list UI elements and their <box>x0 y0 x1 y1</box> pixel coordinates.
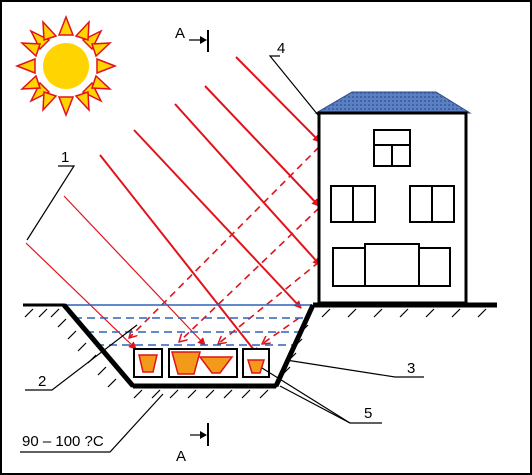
house-roof <box>314 91 472 114</box>
ray-to-pit-edge <box>133 129 302 309</box>
reflected-ray-3 <box>218 261 320 344</box>
ray-to-house-1 <box>235 56 321 143</box>
reflected-ray-1 <box>129 146 320 338</box>
reflected-rays <box>129 146 320 344</box>
label-4: 4 <box>277 40 285 57</box>
section-label-a-bottom: A <box>176 448 186 465</box>
ray-to-pot-1 <box>25 242 137 350</box>
ray-to-pot-2 <box>63 195 206 346</box>
section-mark-bottom: A <box>176 423 209 465</box>
section-mark-top: A <box>175 25 209 52</box>
water-layers <box>64 304 312 346</box>
ray-to-house-2 <box>204 85 320 207</box>
ray-to-pot-3 <box>99 154 259 356</box>
label-5: 5 <box>364 405 372 422</box>
containers <box>133 348 270 378</box>
label-1: 1 <box>61 149 69 166</box>
reflected-ray-4 <box>262 317 300 344</box>
house <box>314 91 472 305</box>
label-3: 3 <box>407 360 415 377</box>
ray-to-house-3 <box>174 103 321 266</box>
sun-icon <box>14 14 118 118</box>
label-2: 2 <box>38 373 46 390</box>
section-label-a-top: A <box>175 25 185 42</box>
leaders <box>20 55 424 453</box>
reflected-ray-2 <box>179 207 320 342</box>
pit <box>23 303 316 399</box>
ground-surface <box>313 302 497 318</box>
temperature-label: 90 – 100 ?С <box>22 433 104 450</box>
